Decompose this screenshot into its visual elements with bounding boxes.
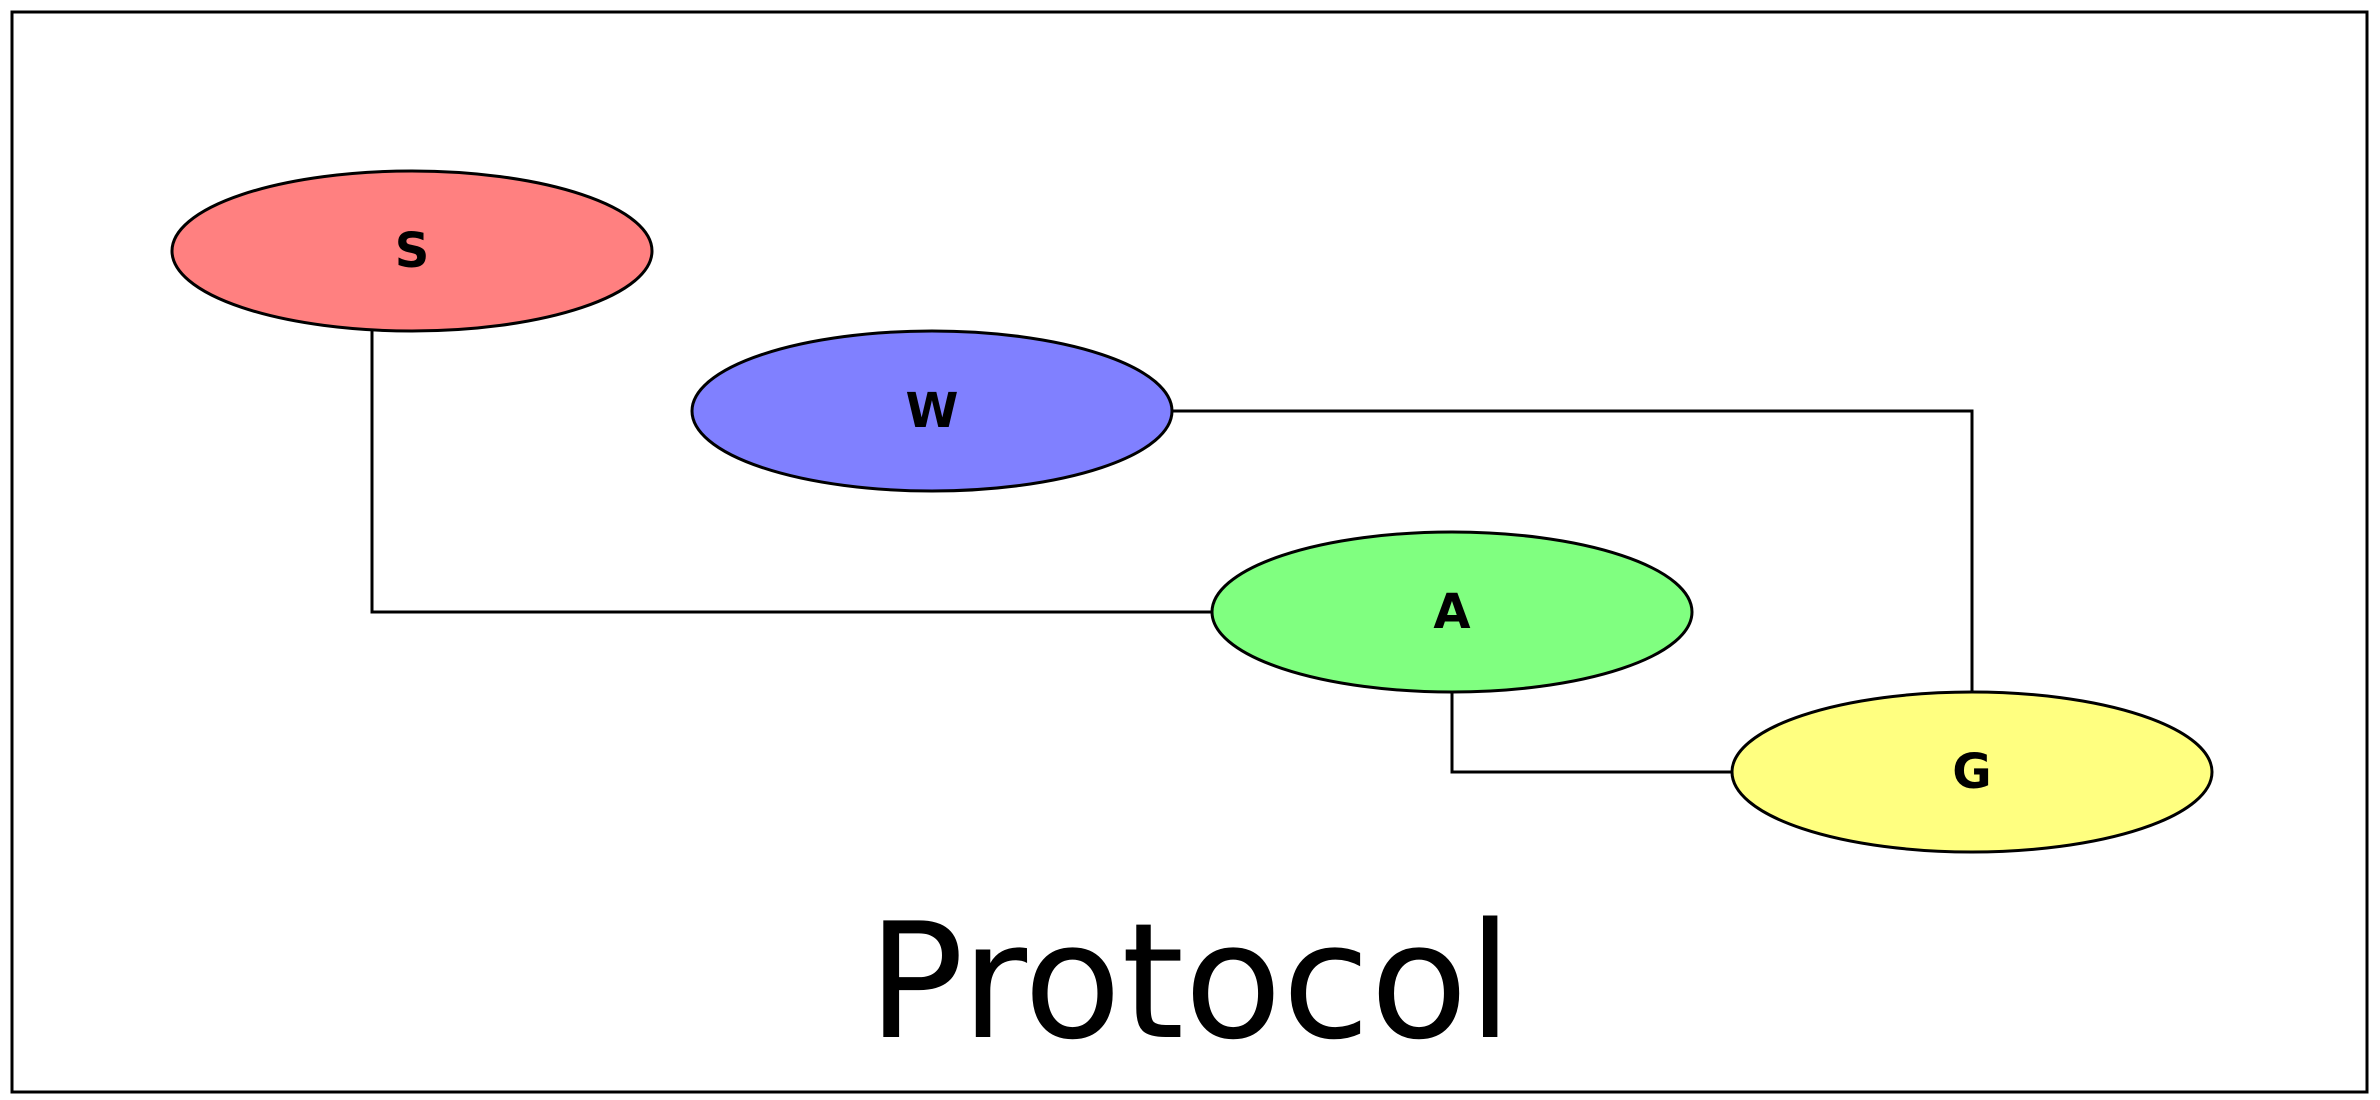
node-w-label: W: [906, 383, 959, 439]
edge-w-g: [1172, 409, 1974, 692]
node-s-shape: [170, 169, 654, 333]
diagram-title: Protocol: [868, 888, 1513, 1075]
edge-s-a: [370, 330, 1212, 614]
node-w: W: [690, 329, 1174, 493]
node-g-label: G: [1952, 744, 1991, 800]
edge-a-g: [1450, 692, 1732, 774]
node-g: G: [1730, 690, 2214, 854]
node-a-shape: [1210, 530, 1694, 694]
node-w-shape: [690, 329, 1174, 493]
node-s-label: S: [395, 223, 430, 279]
node-a-label: A: [1433, 584, 1470, 640]
node-a: A: [1210, 530, 1694, 694]
node-s: S: [170, 169, 654, 333]
node-g-shape: [1730, 690, 2214, 854]
